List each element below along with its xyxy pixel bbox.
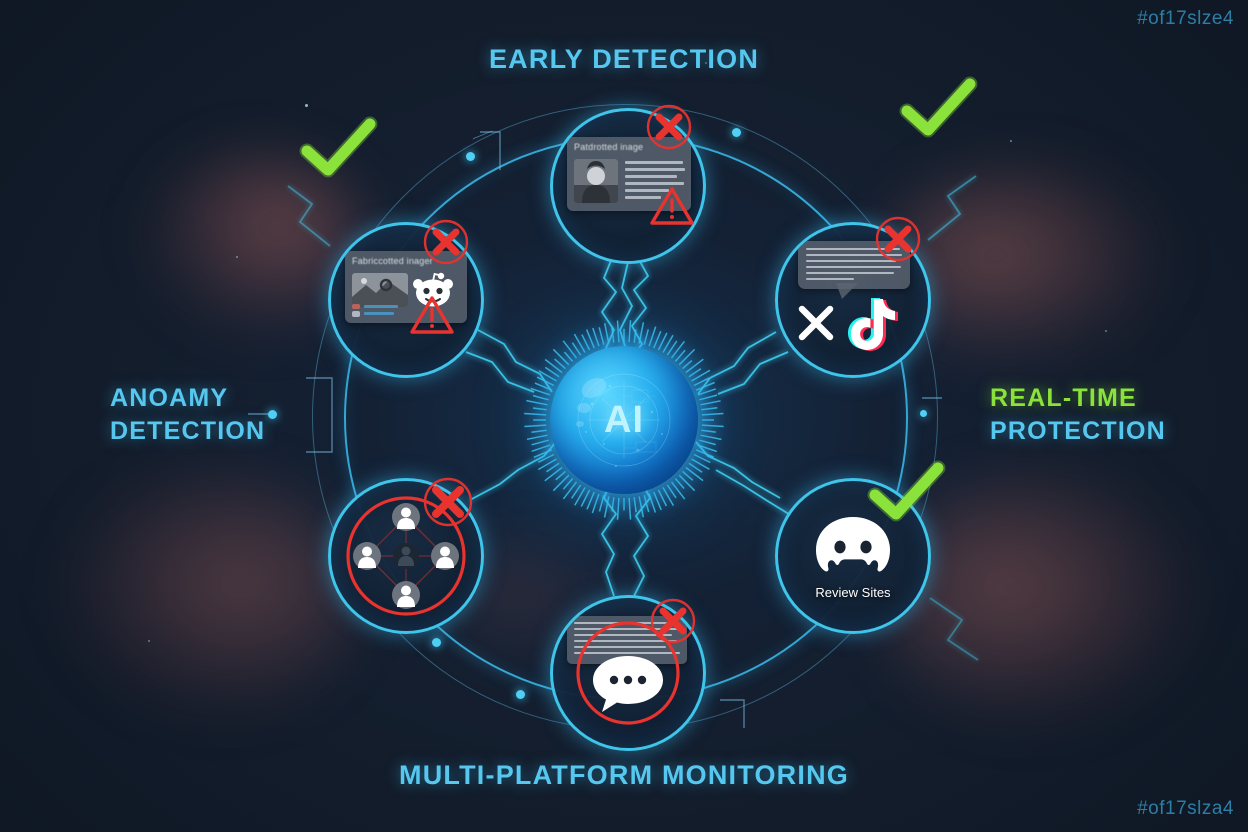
- star-dot: [1105, 330, 1107, 332]
- reddit-logo-icon: [413, 272, 453, 307]
- fabricated-post-card: Patdrotted inage: [567, 137, 691, 211]
- heading-realtime-line2: PROTECTION: [990, 417, 1166, 445]
- ring-node-dot: [516, 690, 525, 699]
- reddit-fabricated-node[interactable]: Fabriccotted inager: [328, 222, 484, 378]
- ring-node-dot: [732, 128, 741, 137]
- red-alert-circle: [576, 621, 680, 725]
- green-check-icon: [899, 76, 978, 140]
- node-label-review-sites: Review Sites: [815, 585, 891, 600]
- star-dot: [305, 104, 308, 107]
- warning-triangle-icon: [650, 186, 694, 226]
- card-title-text: Patdrotted inage: [574, 142, 644, 152]
- heading-anomaly-line1: ANOAMY: [110, 384, 229, 412]
- heading-multi-platform-monitoring: MULTI-PLATFORM MONITORING: [399, 760, 849, 790]
- profile-photo: [574, 159, 618, 203]
- x-twitter-logo-icon: [798, 305, 834, 341]
- heading-real-time-protection: REAL-TIME PROTECTION: [990, 382, 1240, 448]
- green-check-icon: [867, 460, 946, 524]
- red-x-icon: [646, 104, 692, 150]
- warning-triangle-icon: [410, 295, 454, 335]
- red-x-icon: [422, 476, 474, 528]
- star-dot: [705, 62, 707, 64]
- heading-anomaly-detection: ANOAMY DETECTION: [110, 382, 340, 448]
- chat-bubble-icon: [593, 656, 663, 712]
- heading-anomaly-line2: DETECTION: [110, 417, 266, 445]
- central-ai-sphere[interactable]: AI: [504, 300, 744, 540]
- watermark-top: #of17slze4: [1137, 8, 1234, 29]
- ring-node-dot: [268, 410, 277, 419]
- card-title-text: Fabriccotted inager: [352, 256, 433, 266]
- heading-realtime-line1: REAL-TIME: [990, 384, 1137, 412]
- bot-network-node[interactable]: [328, 478, 484, 634]
- heading-early-detection: EARLY DETECTION: [488, 44, 760, 74]
- sphere-body: [550, 346, 698, 494]
- sphere-label: AI: [604, 398, 644, 441]
- watermark-bottom: #of17slza4: [1137, 798, 1234, 819]
- green-check-icon: [299, 116, 378, 180]
- star-dot: [236, 256, 238, 258]
- bot-network-diagram: [346, 496, 466, 616]
- red-x-icon: [650, 598, 696, 644]
- bubble-tail: [836, 283, 858, 299]
- ring-node-dot: [466, 152, 475, 161]
- star-dot: [1010, 140, 1012, 142]
- red-x-icon: [423, 219, 469, 265]
- tiktok-logo-icon: [848, 298, 898, 351]
- ring-node-dot: [432, 638, 441, 647]
- thumbnail-photo: [352, 273, 408, 307]
- red-x-icon: [875, 216, 921, 262]
- discord-face-icon: [816, 517, 890, 572]
- reddit-post-card: Fabriccotted inager: [345, 251, 467, 323]
- sphere-texture: [550, 346, 698, 494]
- ring-node-dot: [920, 410, 927, 417]
- star-dot: [148, 640, 150, 642]
